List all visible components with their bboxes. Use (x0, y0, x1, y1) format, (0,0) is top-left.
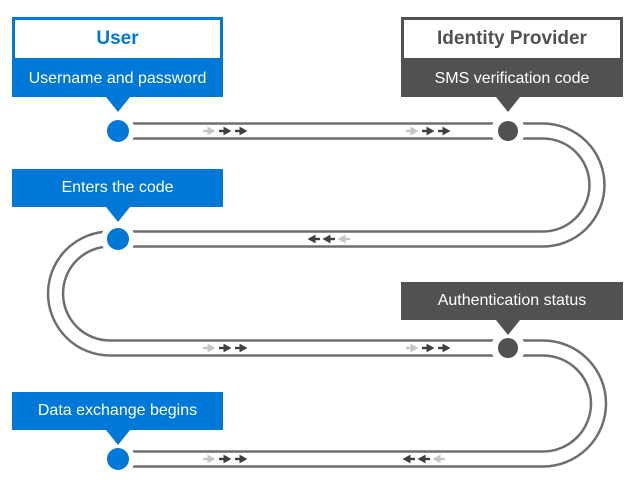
callout-pointer (496, 97, 520, 112)
step-auth-status-callout: Authentication status (401, 282, 623, 335)
step-data-exchange-banner: Data exchange begins (12, 392, 223, 430)
callout-pointer (106, 207, 130, 222)
step-enters-code-callout: Enters the code (12, 169, 223, 222)
step-data-exchange-callout: Data exchange begins (12, 392, 223, 445)
idp-node-dot (498, 338, 518, 358)
track-pipe-fill (49, 124, 605, 466)
user-node-dot (107, 448, 129, 470)
identity-provider-actor-callout: Identity Provider SMS verification code (401, 17, 623, 112)
step-username-password-banner: Username and password (12, 61, 223, 97)
step-auth-status-banner: Authentication status (401, 282, 623, 320)
callout-pointer (106, 430, 130, 445)
user-actor-title: User (12, 17, 223, 61)
idp-node-dot (498, 121, 518, 141)
step-sms-code-banner: SMS verification code (401, 61, 623, 97)
step-enters-code-banner: Enters the code (12, 169, 223, 207)
user-node-dot (107, 228, 129, 250)
identity-provider-actor-title: Identity Provider (401, 17, 623, 61)
user-node-dot (107, 120, 129, 142)
flow-nodes (107, 120, 518, 470)
user-actor-callout: User Username and password (12, 17, 223, 112)
callout-pointer (106, 97, 130, 112)
callout-pointer (496, 320, 520, 335)
lane-2-arrows (306, 233, 352, 245)
